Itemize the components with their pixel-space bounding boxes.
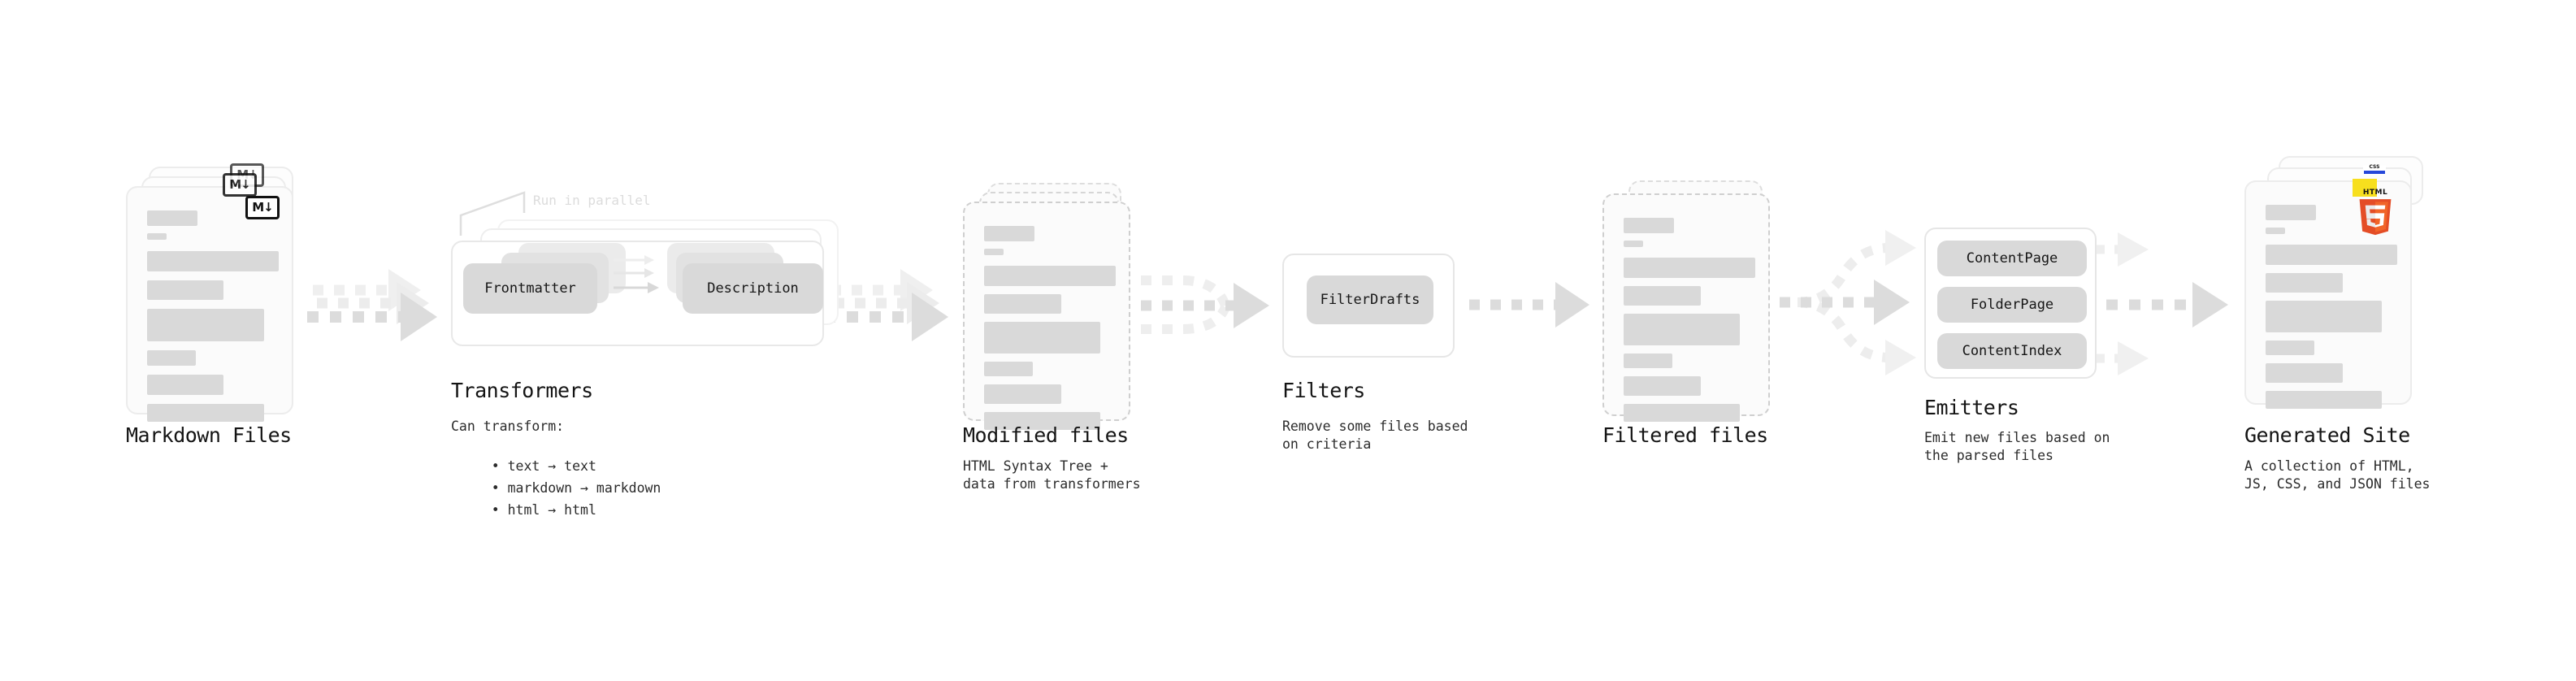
bullet-text: markdown → markdown bbox=[507, 480, 661, 497]
stage-title-generated-site: Generated Site bbox=[2244, 423, 2410, 447]
bullet-dot: • bbox=[491, 480, 508, 497]
transformers-bullet-2: • html → html bbox=[459, 484, 596, 538]
placeholder-bar bbox=[147, 210, 197, 226]
html5-icon: HTML bbox=[2357, 189, 2393, 236]
placeholder-bar bbox=[1624, 404, 1740, 422]
placeholder-bar bbox=[147, 309, 264, 341]
placeholder-bar bbox=[2266, 245, 2397, 265]
js-icon bbox=[2353, 179, 2377, 197]
chip-folderpage[interactable]: FolderPage bbox=[1937, 287, 2087, 323]
placeholder-bar bbox=[984, 412, 1100, 430]
placeholder-bar bbox=[147, 251, 279, 271]
placeholder-bar bbox=[984, 384, 1061, 404]
markdown-card-front[interactable] bbox=[126, 186, 293, 422]
placeholder-bar bbox=[147, 233, 167, 240]
modified-card-content bbox=[984, 226, 1116, 437]
placeholder-bar bbox=[2266, 301, 2382, 332]
bullet-text: text → text bbox=[507, 458, 596, 475]
placeholder-bar bbox=[1624, 241, 1643, 247]
placeholder-bar bbox=[984, 266, 1116, 286]
placeholder-bar bbox=[1624, 354, 1672, 368]
filters-subtitle: Remove some files based on criteria bbox=[1282, 419, 1468, 453]
filters-box: FilterDrafts bbox=[1282, 254, 1455, 358]
css-icon-label: CSS bbox=[2369, 164, 2380, 170]
modified-files-subtitle: HTML Syntax Tree + data from transformer… bbox=[963, 458, 1141, 492]
run-in-parallel-label: Run in parallel bbox=[533, 193, 651, 208]
placeholder-bar bbox=[2266, 228, 2285, 234]
filtered-card-front[interactable] bbox=[1602, 193, 1770, 422]
css-icon-underline bbox=[2364, 171, 2385, 174]
stage-title-transformers: Transformers bbox=[451, 379, 593, 402]
emitters-box: ContentPage FolderPage ContentIndex bbox=[1924, 228, 2097, 379]
placeholder-bar bbox=[1624, 314, 1740, 345]
stage-title-emitters: Emitters bbox=[1924, 396, 2019, 419]
markdown-icon: M↓ bbox=[245, 196, 280, 219]
placeholder-bar bbox=[1624, 218, 1674, 233]
filtered-files-stack bbox=[1602, 180, 1789, 424]
chip-filterdrafts[interactable]: FilterDrafts bbox=[1307, 275, 1433, 324]
placeholder-bar bbox=[1624, 258, 1755, 278]
emitters-subtitle: Emit new files based on the parsed files bbox=[1924, 430, 2110, 464]
placeholder-bar bbox=[984, 362, 1033, 376]
markdown-icon: M↓ bbox=[223, 173, 257, 197]
arrow-filters-to-filtered bbox=[1469, 282, 1589, 327]
modified-files-stack bbox=[963, 183, 1150, 430]
stage-title-markdown-files: Markdown Files bbox=[126, 423, 292, 447]
transformer-inner-arrows bbox=[614, 255, 659, 293]
stage-title-filters: Filters bbox=[1282, 379, 1365, 402]
placeholder-bar bbox=[1624, 376, 1701, 396]
bullet-dot: • bbox=[491, 458, 508, 475]
generated-site-stack: CSS HTML bbox=[2244, 156, 2448, 424]
placeholder-bar bbox=[984, 322, 1100, 354]
markdown-files-stack: M↓ M↓ M↓ bbox=[126, 163, 313, 422]
arrow-markdown-to-transformers bbox=[307, 269, 437, 341]
generated-site-subtitle: A collection of HTML, JS, CSS, and JSON … bbox=[2244, 458, 2431, 492]
placeholder-bar bbox=[2266, 391, 2382, 409]
placeholder-bar bbox=[147, 404, 264, 422]
modified-card-front[interactable] bbox=[963, 202, 1130, 430]
arrow-filtered-to-emitters bbox=[1780, 230, 1916, 375]
transformers-bullet-0: • text → text bbox=[459, 440, 596, 494]
css-icon: CSS bbox=[2363, 164, 2386, 174]
placeholder-bar bbox=[2266, 340, 2314, 355]
placeholder-bar bbox=[2266, 205, 2316, 220]
chip-contentindex[interactable]: ContentIndex bbox=[1937, 333, 2087, 369]
transformers-stack: Frontmatter Description bbox=[445, 219, 852, 366]
placeholder-bar bbox=[2266, 363, 2343, 383]
markdown-card-content bbox=[147, 210, 279, 429]
placeholder-bar bbox=[1624, 286, 1701, 306]
placeholder-bar bbox=[2266, 273, 2343, 293]
bullet-dot: • bbox=[491, 502, 508, 518]
chip-description[interactable]: Description bbox=[683, 263, 823, 314]
chip-frontmatter[interactable]: Frontmatter bbox=[463, 263, 597, 314]
bullet-text: html → html bbox=[507, 502, 596, 518]
stage-title-modified-files: Modified files bbox=[963, 423, 1129, 447]
chip-contentpage[interactable]: ContentPage bbox=[1937, 241, 2087, 276]
html5-icon-wordmark: HTML bbox=[2362, 189, 2388, 197]
placeholder-bar bbox=[147, 280, 223, 300]
site-card-content bbox=[2266, 205, 2397, 416]
stage-title-filtered-files: Filtered files bbox=[1602, 423, 1768, 447]
placeholder-bar bbox=[147, 350, 196, 366]
placeholder-bar bbox=[984, 249, 1004, 255]
placeholder-bar bbox=[984, 226, 1034, 241]
arrow-modified-to-filters bbox=[1141, 275, 1269, 334]
filtered-card-content bbox=[1624, 218, 1755, 429]
transformers-subtitle: Can transform: bbox=[451, 419, 565, 434]
transformers-bullet-1: • markdown → markdown bbox=[459, 462, 661, 516]
placeholder-bar bbox=[984, 294, 1061, 314]
placeholder-bar bbox=[147, 375, 223, 395]
